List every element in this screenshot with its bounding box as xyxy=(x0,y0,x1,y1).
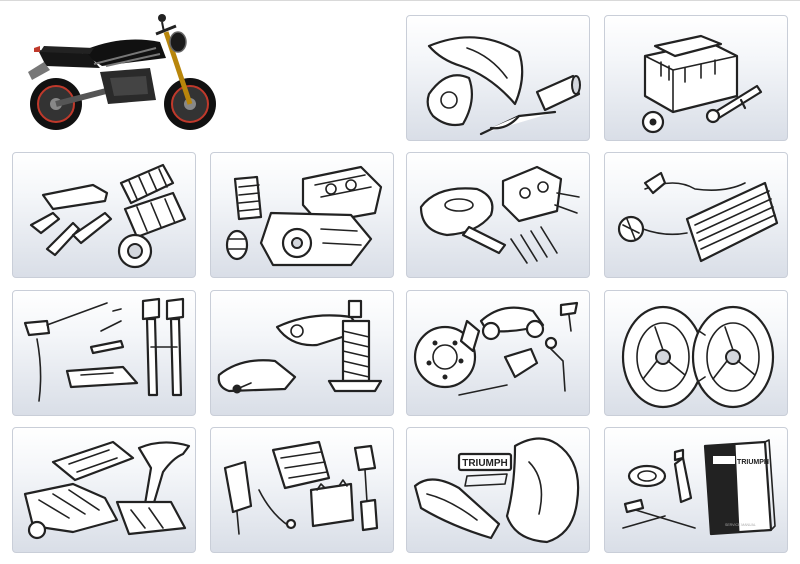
category-tile-cooling[interactable] xyxy=(604,152,788,278)
category-tile-engine-top[interactable] xyxy=(604,15,788,141)
service-manual-icon: TRIUMPH SERVICE MANUAL xyxy=(622,439,776,536)
engine-crankcase-icon xyxy=(225,165,383,267)
top-divider xyxy=(0,0,800,1)
fuel-system-icon xyxy=(419,165,580,264)
category-tile-controls-forks[interactable] xyxy=(12,290,196,416)
manual-subtitle-text: SERVICE MANUAL xyxy=(725,523,756,527)
category-tile-engine[interactable] xyxy=(210,152,394,278)
front-forks-icon xyxy=(23,297,185,402)
decal-brand-text: TRIUMPH xyxy=(462,458,508,469)
category-tile-rear-suspension[interactable] xyxy=(210,290,394,416)
seat-decals-icon: TRIUMPH xyxy=(413,437,580,544)
category-tile-brakes[interactable] xyxy=(406,290,590,416)
category-tile-wheels[interactable] xyxy=(604,290,788,416)
brake-disc-icon xyxy=(413,301,579,396)
category-tile-transmission[interactable] xyxy=(12,152,196,278)
category-tile-fuel-system[interactable] xyxy=(406,152,590,278)
category-tile-frame[interactable] xyxy=(12,427,196,553)
category-tile-decals-seats[interactable]: TRIUMPH xyxy=(406,427,590,553)
rear-shock-icon xyxy=(217,299,383,394)
frame-icon xyxy=(23,440,191,540)
motorcycle-image xyxy=(10,12,226,136)
manual-cover-text: TRIUMPH xyxy=(737,459,769,466)
bodywork-exhaust-icon xyxy=(426,36,581,136)
category-tile-service[interactable]: TRIUMPH SERVICE MANUAL xyxy=(604,427,788,553)
electrical-parts-icon xyxy=(223,440,379,535)
category-tile-bodywork[interactable] xyxy=(406,15,590,141)
gearbox-icon xyxy=(29,163,187,269)
radiator-icon xyxy=(617,171,779,263)
category-tile-electrics[interactable] xyxy=(210,427,394,553)
engine-top-end-icon xyxy=(641,34,763,134)
wheels-tyres-icon xyxy=(621,305,775,409)
